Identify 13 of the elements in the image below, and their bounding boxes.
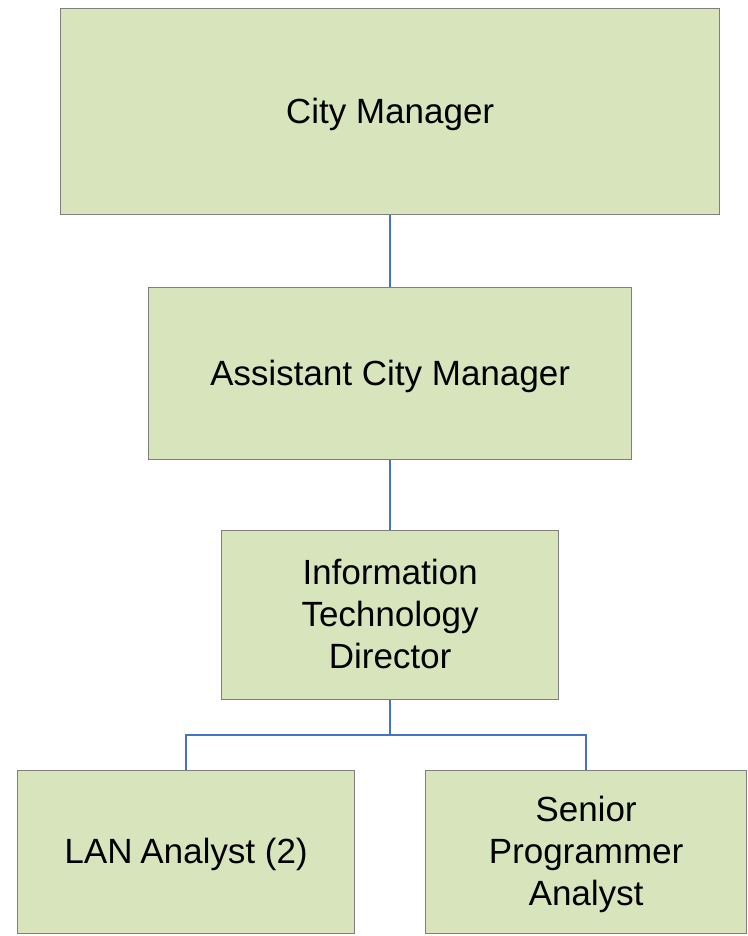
connector-line [389,700,587,770]
role-title: City Manager [286,90,494,132]
connector-line [389,215,391,287]
connector-line [389,460,391,530]
role-title: Information Technology Director [300,552,480,678]
org-box [60,8,720,215]
role-title: Senior Programmer Analyst [488,789,684,915]
org-box [221,530,559,700]
org-box [425,770,747,934]
role-title: LAN Analyst (2) [64,831,308,873]
org-box [17,770,355,934]
org-box [148,287,632,460]
role-title: Assistant City Manager [210,352,570,394]
